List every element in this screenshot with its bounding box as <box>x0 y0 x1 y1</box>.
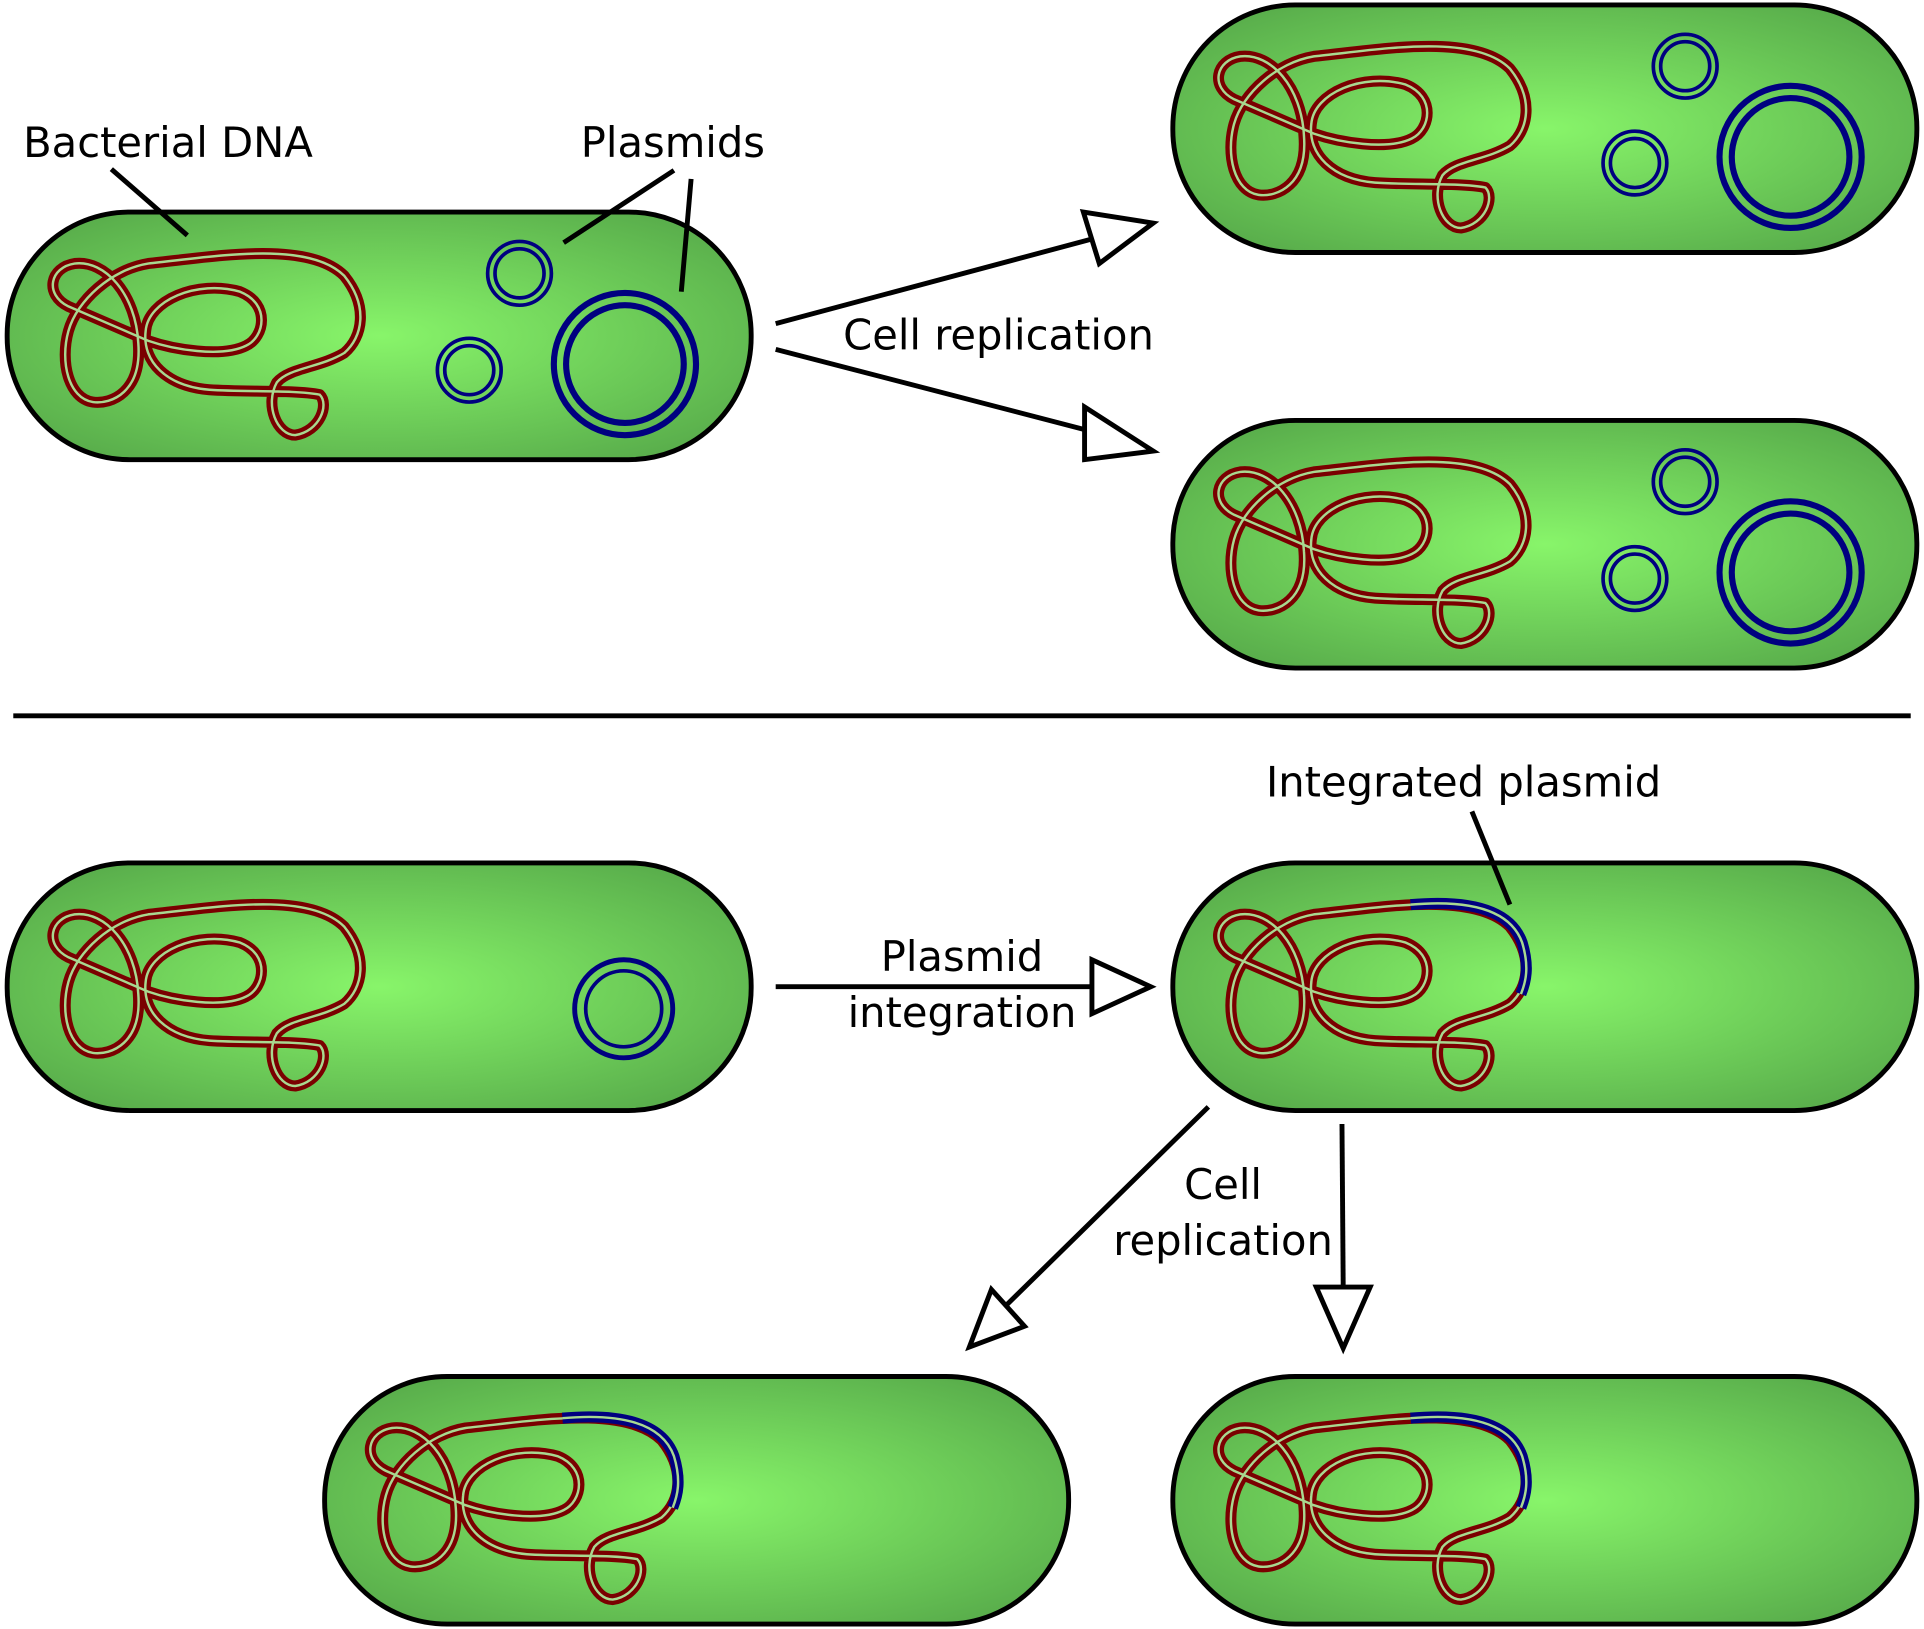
cell-integrated-plasmid <box>1173 863 1917 1111</box>
arrow-replication-vertical <box>1312 1123 1374 1355</box>
label-cell-replication: Cell replication <box>843 310 1154 359</box>
cell-body <box>1173 1376 1917 1624</box>
label-replication: replication <box>1113 1216 1333 1265</box>
plasmid <box>572 957 676 1061</box>
original-cell <box>7 212 751 460</box>
label-integrated-plasmid: Integrated plasmid <box>1266 758 1661 807</box>
daughter-cell-integrated-right <box>1173 1376 1917 1624</box>
label-cell: Cell <box>1184 1160 1262 1209</box>
cell-body <box>325 1376 1069 1624</box>
cell-body <box>1173 863 1917 1111</box>
arrow-replication-diagonal <box>965 1105 1211 1352</box>
daughter-cell-integrated-left <box>325 1376 1069 1624</box>
daughter-cell-bottom <box>1173 420 1917 668</box>
leader-line <box>562 168 676 245</box>
leader-line <box>1469 810 1513 906</box>
leader-line <box>678 178 694 292</box>
arrow-replication-up <box>775 209 1160 326</box>
cell-body <box>7 863 751 1111</box>
label-plasmid: Plasmid <box>881 932 1044 981</box>
label-bacterial-dna: Bacterial DNA <box>23 118 313 167</box>
arrow-integration <box>775 955 1157 1018</box>
label-plasmids: Plasmids <box>581 118 765 167</box>
daughter-cell-top <box>1173 5 1917 253</box>
leader-line <box>109 167 189 238</box>
label-integration: integration <box>848 988 1077 1037</box>
cell-with-plasmid <box>7 863 751 1111</box>
arrow-replication-down <box>775 346 1161 463</box>
